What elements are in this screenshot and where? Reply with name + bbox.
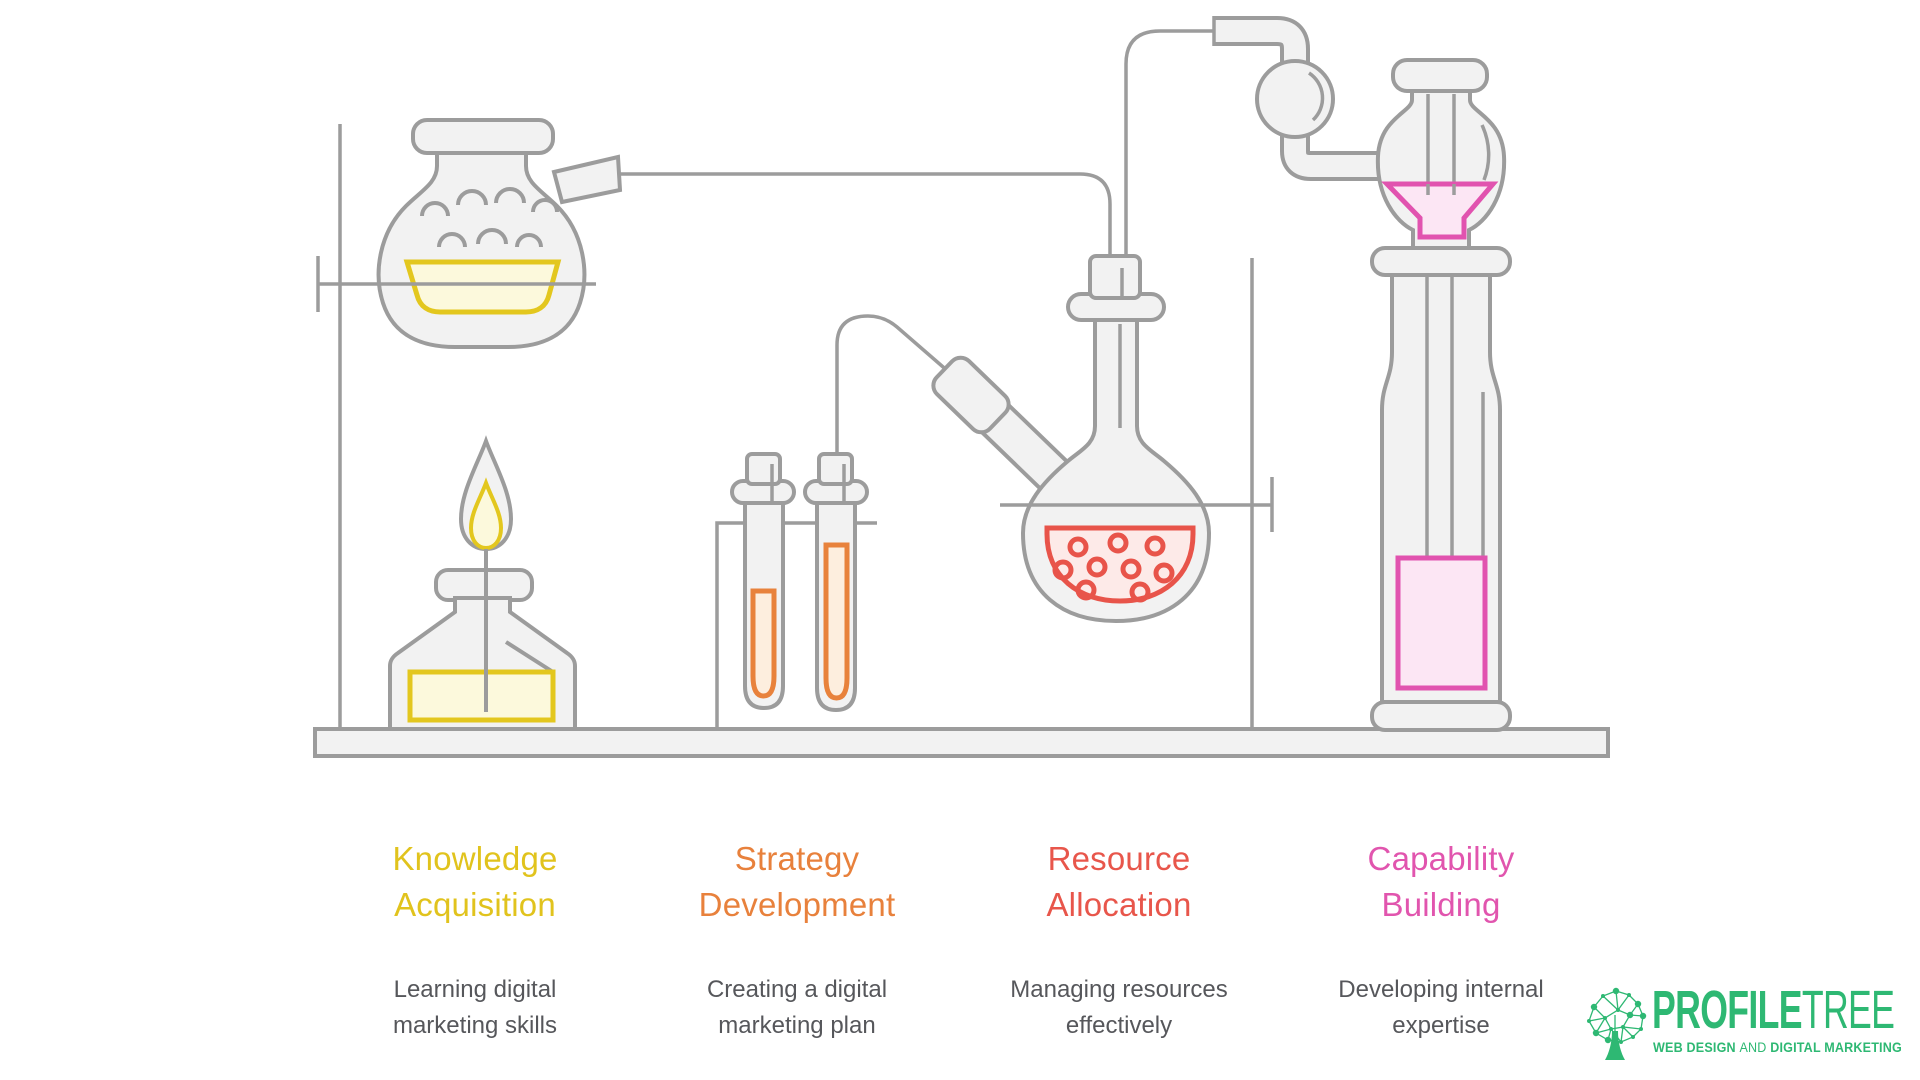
condenser-bulb-icon xyxy=(1212,16,1384,181)
stage-title: Knowledge Acquisition xyxy=(392,840,558,923)
burner-fuel xyxy=(407,669,556,723)
orange-liquid-1 xyxy=(750,588,777,699)
pink-liquid xyxy=(1395,555,1488,691)
stage-subtitle: Learning digital marketing skills xyxy=(392,976,558,1039)
side-arm xyxy=(931,355,1081,503)
yellow-liquid xyxy=(403,259,562,315)
glass-tube-curved xyxy=(835,314,952,456)
funnel-vessel-icon xyxy=(1375,58,1507,252)
flame-inner xyxy=(468,477,504,551)
pink-funnel xyxy=(1381,181,1499,240)
stage-subtitle: Managing resources effectively xyxy=(1010,976,1228,1039)
stage-title: Resource Allocation xyxy=(1046,840,1192,923)
round-bottom-flask-icon xyxy=(1020,254,1212,624)
stage-subtitle: Developing internal expertise xyxy=(1338,976,1544,1039)
test-tubes-icon xyxy=(730,452,869,713)
distillation-column-icon xyxy=(1370,246,1512,732)
boiling-flask-icon xyxy=(376,118,623,349)
stage-strategy-development: Strategy Development Creating a digital … xyxy=(627,836,967,1044)
stage-title: Capability Building xyxy=(1367,840,1515,923)
stage-title: Strategy Development xyxy=(698,840,896,923)
stage-knowledge-acquisition: Knowledge Acquisition Learning digital m… xyxy=(305,836,645,1044)
profiletree-logo: PROFILETREE WEB DESIGN AND DIGITAL MARKE… xyxy=(1583,983,1913,1073)
tree-network-icon xyxy=(1587,987,1647,1060)
red-bubbles xyxy=(1052,532,1175,603)
stage-resource-allocation: Resource Allocation Managing resources e… xyxy=(949,836,1289,1044)
lab-bench xyxy=(313,727,1610,758)
glass-tube xyxy=(619,172,1112,260)
brand-tagline: WEB DESIGN AND DIGITAL MARKETING xyxy=(1653,1040,1902,1055)
glass-tube-riser xyxy=(1124,29,1222,260)
orange-liquid-2 xyxy=(823,542,850,701)
joint-sleeve xyxy=(931,355,1011,435)
spirit-burner-icon xyxy=(388,435,577,731)
stage-subtitle: Creating a digital marketing plan xyxy=(706,976,888,1039)
brand-name: PROFILETREE xyxy=(1652,980,1895,1040)
stage-capability-building: Capability Building Developing internal … xyxy=(1271,836,1611,1044)
stopper xyxy=(1088,254,1142,300)
bubbles-icon xyxy=(420,187,559,248)
